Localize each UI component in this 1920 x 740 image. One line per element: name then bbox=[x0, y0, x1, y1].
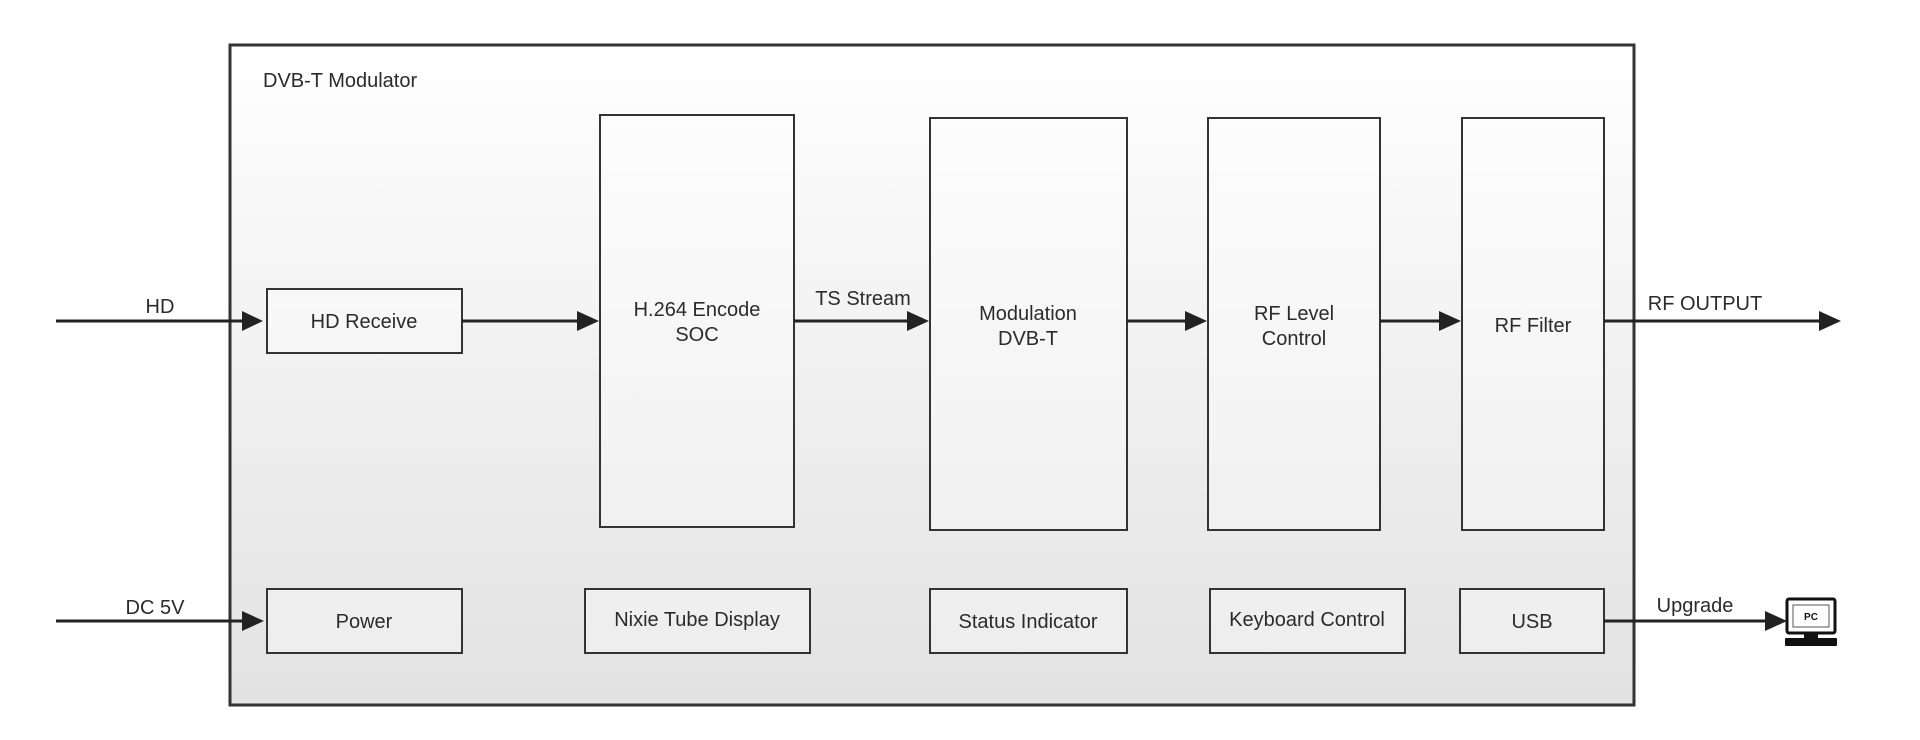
hd-input-label: HD bbox=[146, 296, 175, 318]
modulation-label-line1: Modulation bbox=[979, 303, 1077, 325]
rf-output-label: RF OUTPUT bbox=[1648, 293, 1762, 315]
upgrade-arrowhead bbox=[1765, 611, 1787, 631]
hd-to-encode-arrowhead bbox=[577, 311, 599, 331]
h264-encode-label-line1: H.264 Encode bbox=[634, 299, 761, 321]
computer-monitor-icon: PC bbox=[1785, 597, 1837, 646]
nixie-tube-display-label: Nixie Tube Display bbox=[614, 609, 780, 631]
status-indicator-block bbox=[929, 588, 1128, 654]
nixie-tube-display-block bbox=[584, 588, 811, 654]
keyboard-control-label: Keyboard Control bbox=[1229, 609, 1385, 631]
pc-label: PC bbox=[1804, 612, 1818, 623]
h264-encode-label-line2: SOC bbox=[675, 324, 718, 346]
rf-filter-block bbox=[1461, 117, 1605, 531]
power-block bbox=[266, 588, 463, 654]
dc-input-label: DC 5V bbox=[126, 597, 186, 619]
power-label: Power bbox=[336, 611, 393, 633]
status-indicator-label: Status Indicator bbox=[959, 611, 1098, 633]
rf-level-label-line1: RF Level bbox=[1254, 303, 1334, 325]
modulation-block bbox=[929, 117, 1128, 531]
modulator-frame bbox=[228, 43, 1636, 707]
modulation-label-line2: DVB-T bbox=[998, 328, 1058, 350]
rf-output-arrowhead bbox=[1819, 311, 1841, 331]
rf-level-to-filter-arrowhead bbox=[1439, 311, 1461, 331]
diagram-title: DVB-T Modulator bbox=[263, 70, 417, 92]
ts-stream-label: TS Stream bbox=[815, 288, 911, 310]
rf-level-label-line2: Control bbox=[1262, 328, 1326, 350]
usb-label: USB bbox=[1511, 611, 1552, 633]
hd-receive-label: HD Receive bbox=[311, 311, 418, 333]
dc-input-arrowhead bbox=[242, 611, 264, 631]
rf-filter-label: RF Filter bbox=[1495, 315, 1572, 337]
upgrade-label: Upgrade bbox=[1657, 595, 1734, 617]
keyboard-control-block bbox=[1209, 588, 1406, 654]
h264-encode-block bbox=[599, 114, 795, 528]
modulation-to-rf-level-arrowhead bbox=[1185, 311, 1207, 331]
hd-input-arrowhead bbox=[242, 311, 263, 331]
rf-level-control-block bbox=[1207, 117, 1381, 531]
usb-block bbox=[1459, 588, 1605, 654]
hd-receive-block bbox=[266, 288, 463, 354]
ts-stream-arrowhead bbox=[907, 311, 929, 331]
